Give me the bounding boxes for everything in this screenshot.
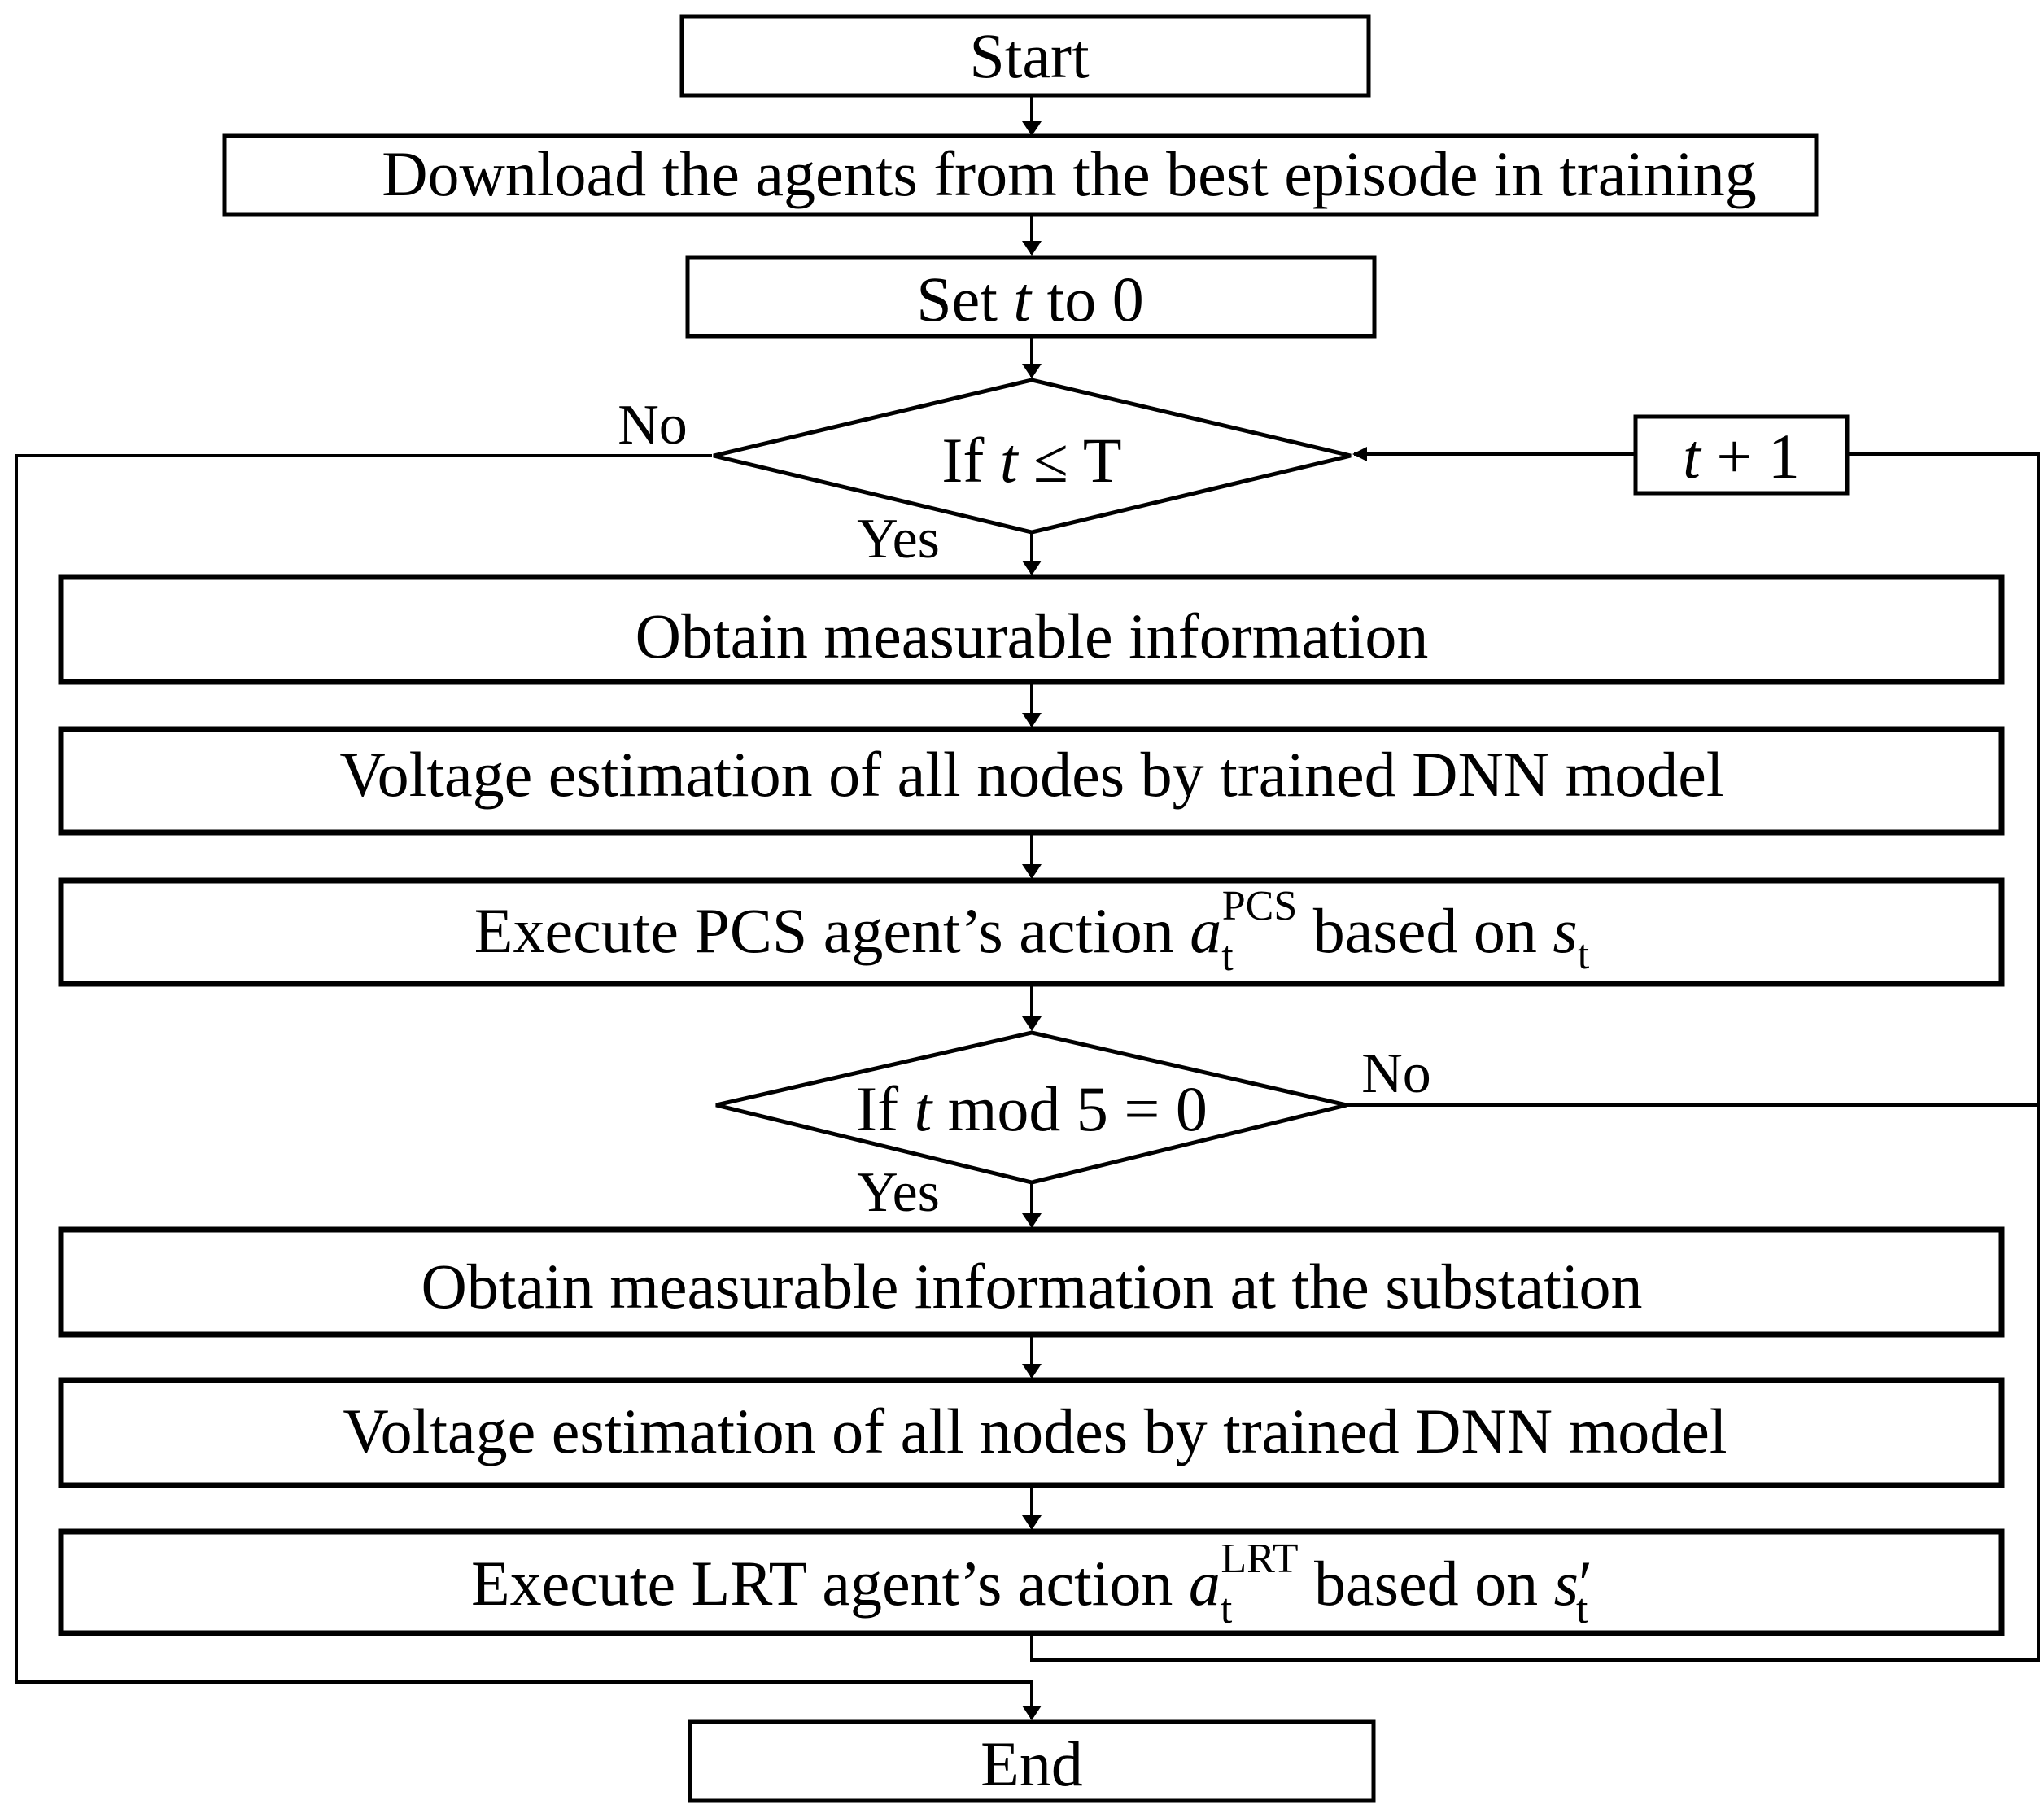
obtain-sub-label: Obtain measurable information at the sub… [421,1251,1642,1322]
download-label: Download the agents from the best episod… [382,138,1757,209]
obtain-info-label: Obtain measurable information [635,601,1429,671]
decision-mod-no-label: No [1361,1042,1431,1105]
voltage-est-2-box: Voltage estimation of all nodes by train… [58,1377,2005,1488]
pcs-action-label: Execute PCS agent’s action atPCS based o… [474,883,1590,980]
decision-t-no-label: No [618,394,688,457]
increment-label: t + 1 [1683,421,1800,492]
download-box: Download the agents from the best episod… [222,133,1819,217]
increment-box: t + 1 [1633,414,1850,496]
start-label: Start [969,20,1090,91]
start-box: Start [679,14,1371,98]
voltage-est-1-label: Voltage estimation of all nodes by train… [339,739,1723,810]
connectors [15,95,2040,1720]
voltage-est-1-box: Voltage estimation of all nodes by train… [58,726,2005,836]
pcs-action-box: Execute PCS agent’s action atPCS based o… [58,877,2005,987]
decision-mod-yes-label: Yes [857,1161,940,1224]
decision-t-yes-label: Yes [857,508,940,570]
decision-mod: If t mod 5 = 0 No Yes [715,1030,1431,1224]
obtain-sub-box: Obtain measurable information at the sub… [58,1226,2005,1338]
end-box: End [688,1719,1376,1803]
end-label: End [981,1728,1083,1799]
lrt-action-label: Execute LRT agent’s action atLRT based o… [471,1536,1592,1632]
lrt-action-box: Execute LRT agent’s action atLRT based o… [58,1528,2005,1636]
decision-mod-label: If t mod 5 = 0 [856,1073,1208,1144]
set-t-box: Set t to 0 [685,255,1377,339]
voltage-est-2-label: Voltage estimation of all nodes by train… [343,1396,1727,1466]
loop-no-to-end [15,454,1033,1719]
decision-t-label: If t ≤ T [941,425,1121,496]
decision-t-le-T: If t ≤ T No Yes [618,378,1352,570]
loop-back-line [1030,452,2040,1662]
obtain-info-box: Obtain measurable information [58,574,2005,685]
set-t-label: Set t to 0 [916,264,1144,334]
